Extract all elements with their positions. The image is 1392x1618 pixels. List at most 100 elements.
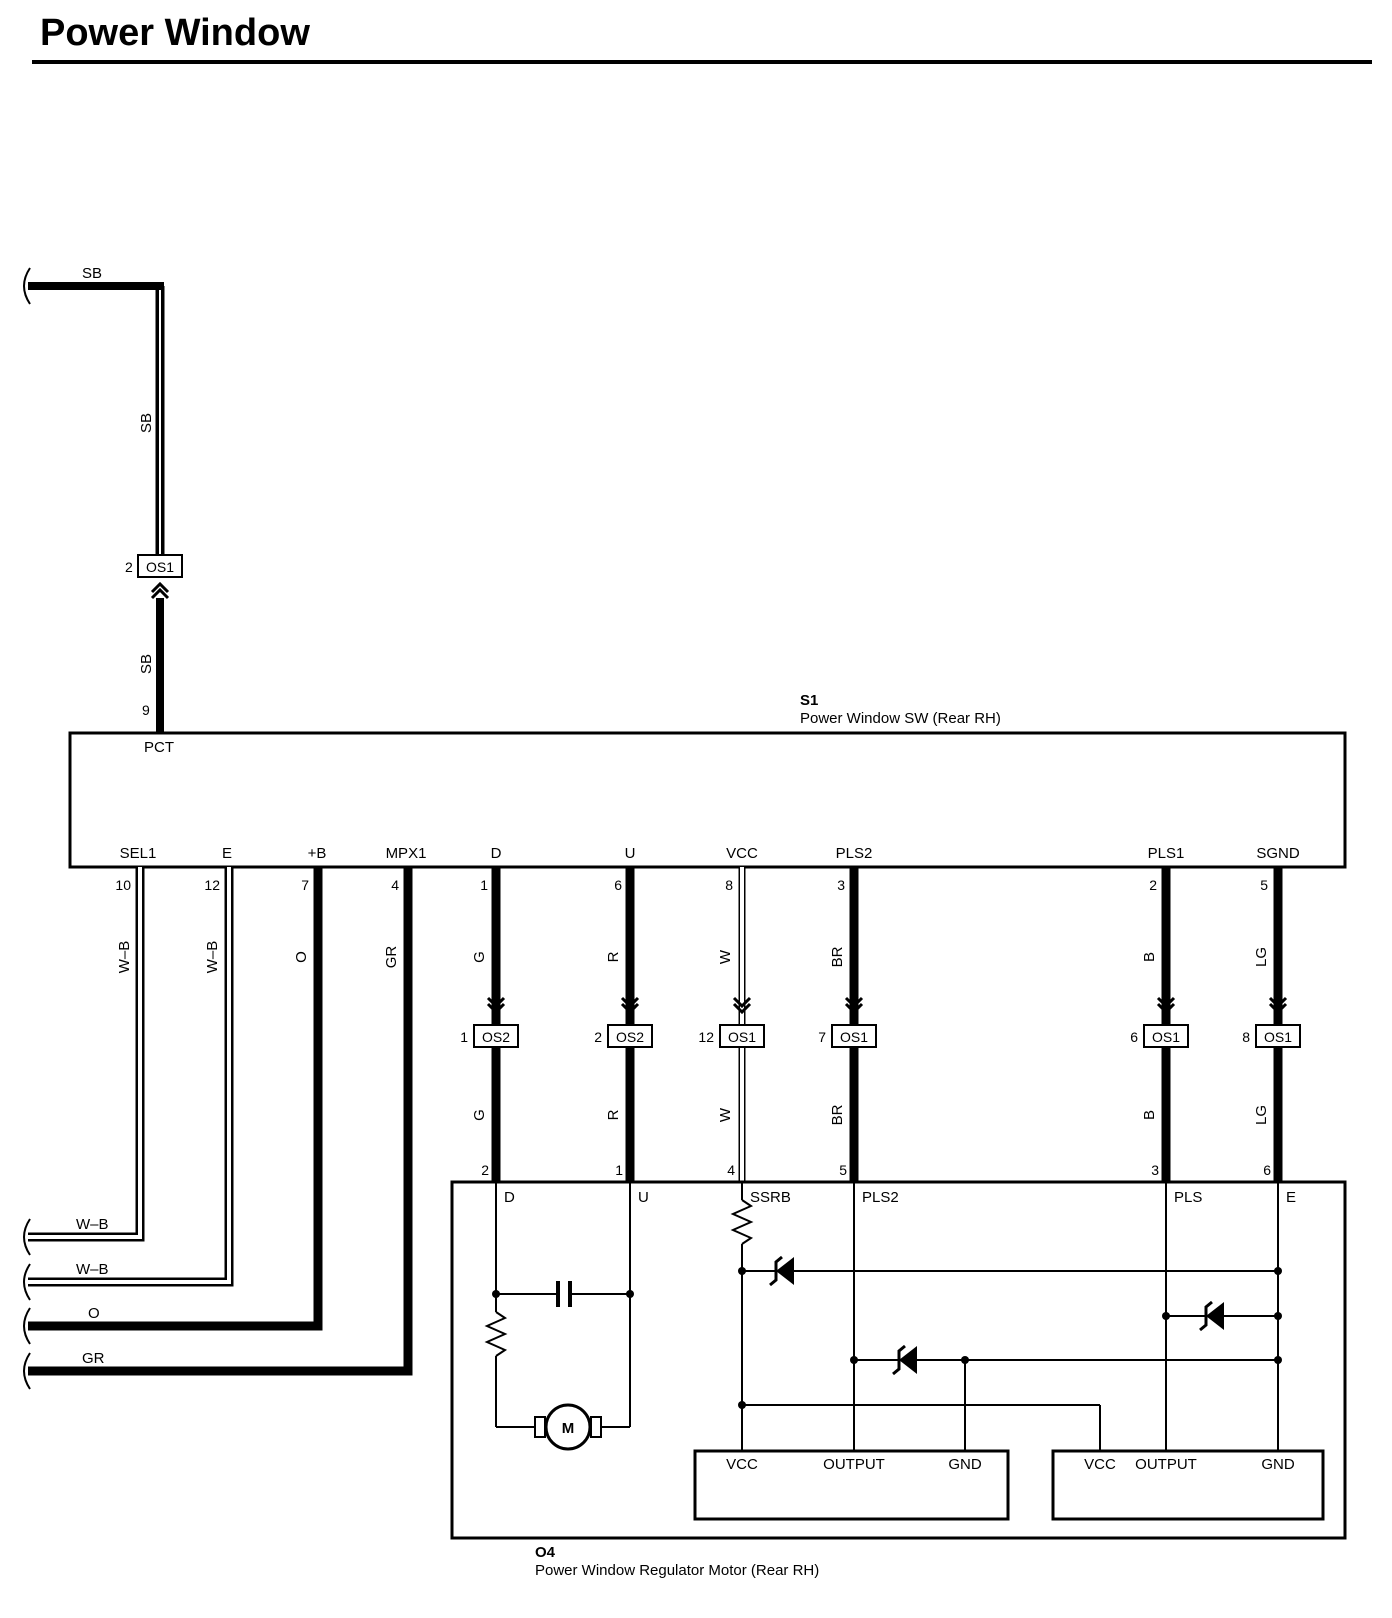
o4-pin-num-e: 6 [1263,1162,1271,1178]
sensor-right-gnd: GND [1261,1456,1295,1473]
o4-internal-circuit [484,1182,1279,1451]
s1-id: S1 [800,692,818,709]
zener-diode-icon [892,1344,917,1376]
wire-gr [28,867,413,1376]
wire-color-gr: GR [383,946,400,969]
wire-w-b-sel1 [28,867,145,1242]
zener-diode-icon [1199,1300,1224,1332]
wire-color-b-lower: B [1141,1110,1158,1120]
o4-pin-e: E [1286,1189,1296,1206]
s1-pin-e: E [222,845,232,862]
connector-os2-u: OS2 [607,1024,653,1048]
wire-color-w-b-bottom-2: W–B [76,1261,109,1278]
o4-pin-num-d: 2 [481,1162,489,1178]
connector-os1-vcc: OS1 [719,1024,765,1048]
wire-color-lg-lower: LG [1253,1105,1270,1125]
o4-name: Power Window Regulator Motor (Rear RH) [535,1562,819,1579]
wire-color-g-upper: G [471,951,488,963]
svg-text:OS1: OS1 [146,559,174,575]
svg-text:OS1: OS1 [1264,1029,1292,1045]
s1-pin-num-b: 7 [301,877,309,893]
s1-pin-sgnd: SGND [1256,845,1300,862]
s1-pin-num-e: 12 [204,877,220,893]
connector-os1-pls2: OS1 [831,1024,877,1048]
wire-color-g-lower: G [471,1109,488,1121]
s1-pin-num-u: 6 [614,877,622,893]
wire-break-gr [23,1352,31,1390]
wire-color-w-b-e: W–B [204,941,221,974]
sensor-left-gnd: GND [948,1456,982,1473]
sensor-right-output: OUTPUT [1135,1456,1197,1473]
motor-label: M [562,1420,575,1437]
connector-pin-pls1: 6 [1130,1029,1138,1045]
s1-pin-num-sgnd: 5 [1260,877,1268,893]
connector-pin-vcc: 12 [698,1029,714,1045]
wire-color-gr-bottom: GR [82,1350,105,1367]
connector-pin-u: 2 [594,1029,602,1045]
wire-o [28,867,323,1331]
s1-name: Power Window SW (Rear RH) [800,710,1001,727]
o4-pin-num-pls2: 5 [839,1162,847,1178]
connector-pin-top: 2 [125,559,133,575]
connector-os1-sgnd: OS1 [1255,1024,1301,1048]
o4-id: O4 [535,1544,556,1561]
wire-color-w-upper: W [717,949,734,964]
connector-pin-sgnd: 8 [1242,1029,1250,1045]
svg-text:OS1: OS1 [1152,1029,1180,1045]
wire-color-w-lower: W [717,1107,734,1122]
o4-pin-pls2: PLS2 [862,1189,899,1206]
svg-text:OS2: OS2 [482,1029,510,1045]
connector-os1-pls1: OS1 [1143,1024,1189,1048]
s1-pin-num-pls2: 3 [837,877,845,893]
wire-color-br-upper: BR [829,946,846,967]
wire-break-w-b-2 [23,1263,31,1301]
o4-pin-u: U [638,1189,649,1206]
svg-text:OS2: OS2 [616,1029,644,1045]
motor-icon [534,1403,602,1451]
svg-text:OS1: OS1 [840,1029,868,1045]
s1-pin-num-mpx1: 4 [391,877,399,893]
s1-pin-mpx1: MPX1 [386,845,427,862]
wire-color-w-b-bottom-1: W–B [76,1216,109,1233]
o4-pin-pls: PLS [1174,1189,1202,1206]
s1-pin-sel1: SEL1 [120,845,157,862]
o4-pin-d: D [504,1189,515,1206]
capacitor-icon [556,1281,572,1307]
wire-color-lg-upper: LG [1253,947,1270,967]
s1-pin-num-sel1: 10 [115,877,131,893]
wire-color-sb-lower: SB [138,654,155,674]
connector-pin-pls2: 7 [818,1029,826,1045]
page-title: Power Window [40,12,310,54]
connector-pin-d: 1 [460,1029,468,1045]
wire-color-b-upper: B [1141,952,1158,962]
zener-diode-icon [769,1255,794,1287]
wire-color-w-b-sel1: W–B [116,941,133,974]
component-s1 [68,731,1347,869]
sensor-left-output: OUTPUT [823,1456,885,1473]
junction-dots [492,1267,1282,1409]
wire-color-o-bottom: O [88,1305,100,1322]
svg-text:OS1: OS1 [728,1029,756,1045]
wire-break-o [23,1307,31,1345]
sensor-right [1051,1449,1325,1521]
wire-color-br-lower: BR [829,1104,846,1125]
o4-pin-ssrb: SSRB [750,1189,791,1206]
s1-pin-pls1: PLS1 [1148,845,1185,862]
wire-break-w-b-1 [23,1218,31,1256]
connector-os1-top: OS1 [137,554,183,578]
wire-color-r-upper: R [605,951,622,962]
o4-pin-num-ssrb: 4 [727,1162,735,1178]
s1-pin-vcc: VCC [726,845,758,862]
o4-pin-num-u: 1 [615,1162,623,1178]
s1-pin-num-pct: 9 [142,702,150,718]
wire-color-o: O [293,951,310,963]
o4-pin-num-pls: 3 [1151,1162,1159,1178]
connector-os2-d: OS2 [473,1024,519,1048]
s1-pin-d: D [491,845,502,862]
s1-pin-num-d: 1 [480,877,488,893]
wire-sb [28,282,165,734]
chevron-up-icon [150,582,170,600]
wire-w-b-e [28,867,234,1287]
s1-pin-num-pls1: 2 [1149,877,1157,893]
